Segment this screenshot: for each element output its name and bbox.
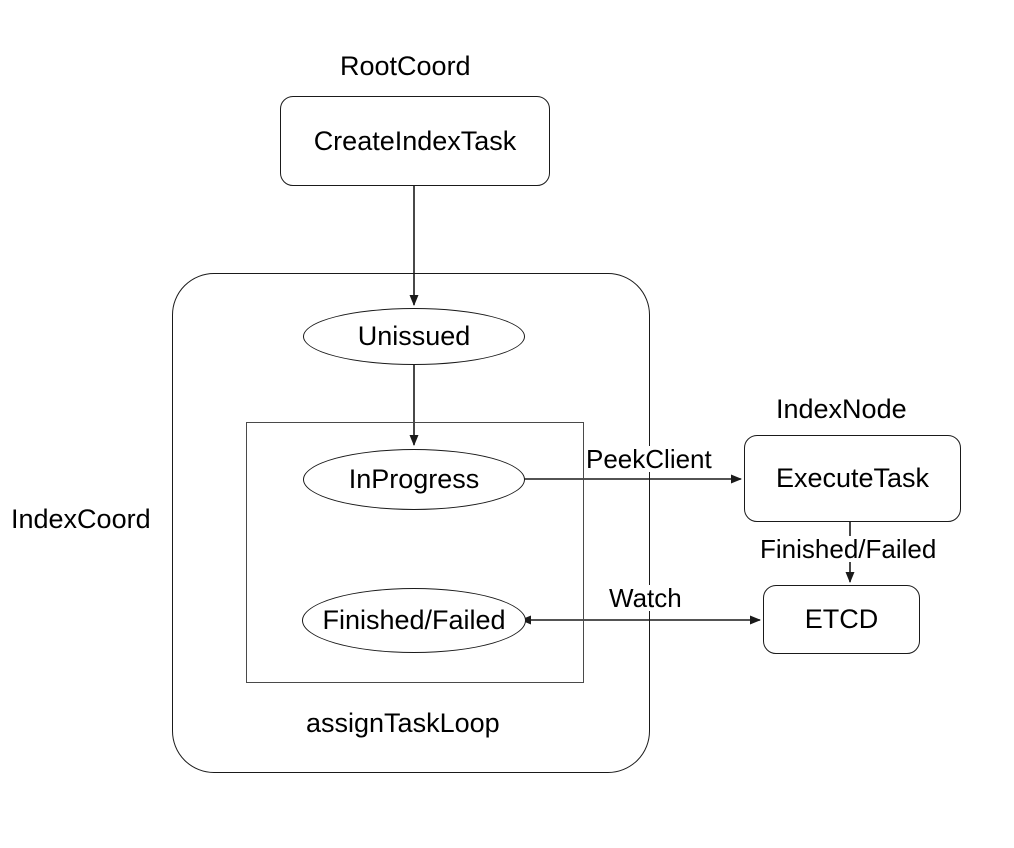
node-unissued[interactable]: Unissued — [303, 308, 525, 365]
node-etcd-label: ETCD — [804, 604, 879, 634]
node-etcd[interactable]: ETCD — [763, 585, 920, 654]
edge-label-finished-failed: Finished/Failed — [758, 534, 939, 564]
container-index-coord — [172, 273, 650, 773]
node-finished-failed-label: Finished/Failed — [322, 605, 506, 635]
group-label-assign-task-loop: assignTaskLoop — [306, 708, 500, 738]
node-in-progress-label: InProgress — [348, 464, 480, 494]
group-label-index-coord: IndexCoord — [11, 504, 151, 534]
node-unissued-label: Unissued — [357, 321, 471, 351]
container-assign-task-loop — [246, 422, 584, 683]
node-finished-failed[interactable]: Finished/Failed — [302, 588, 526, 653]
group-label-index-node: IndexNode — [776, 394, 907, 424]
node-in-progress[interactable]: InProgress — [303, 449, 525, 510]
edge-label-watch: Watch — [607, 583, 684, 613]
edge-label-peek-client: PeekClient — [584, 444, 714, 474]
group-label-root-coord: RootCoord — [340, 51, 471, 81]
node-execute-task-label: ExecuteTask — [775, 463, 930, 493]
node-create-index-task[interactable]: CreateIndexTask — [280, 96, 550, 186]
node-create-index-task-label: CreateIndexTask — [313, 125, 517, 156]
node-execute-task[interactable]: ExecuteTask — [744, 435, 961, 522]
